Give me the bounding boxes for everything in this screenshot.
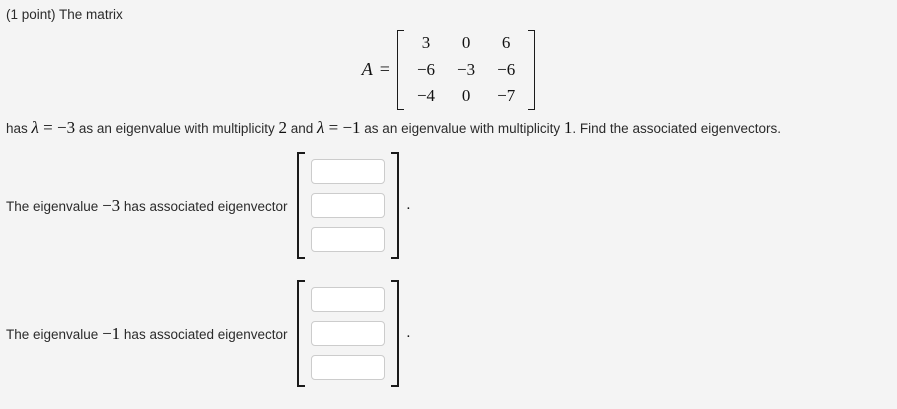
vector-right-bracket (390, 280, 399, 387)
matrix-row: −4 0 −7 (406, 83, 526, 110)
matrix-bracketed: 3 0 6 −6 −3 −6 −4 0 −7 (396, 30, 536, 110)
trailing-period-2: . (406, 325, 411, 341)
answer-block-eigenvalue-neg1: The eigenvalue −1 has associated eigenve… (6, 280, 410, 387)
eigenvalue-statement: has λ = −3 as an eigenvalue with multipl… (6, 118, 781, 138)
eigenvector-1-component-1[interactable] (310, 159, 385, 184)
eigenvalue-2: −1 (342, 118, 361, 137)
answer-label-prefix: The eigenvalue (6, 198, 103, 214)
points-label: (1 point) (6, 7, 56, 22)
vector-fields (305, 280, 391, 387)
answer-block-eigenvalue-neg3: The eigenvalue −3 has associated eigenve… (6, 152, 410, 259)
statement-mid-1: as an eigenvalue with multiplicity (75, 121, 279, 136)
matrix-equation: A = 3 0 6 −6 −3 −6 −4 0 −7 (0, 30, 897, 110)
matrix-cell: −6 (416, 59, 436, 79)
matrix-row: 3 0 6 (406, 30, 526, 57)
matrix-right-bracket (528, 30, 536, 110)
lambda-symbol-1: λ (31, 118, 39, 137)
matrix-cell: 0 (461, 33, 471, 52)
matrix-name: A (361, 59, 373, 80)
answer-eigenvalue: −1 (102, 323, 121, 343)
eigenvector-1-component-2[interactable] (310, 193, 385, 218)
matrix-cell: −6 (497, 59, 516, 79)
vector-left-bracket (296, 280, 305, 387)
statement-mid-3: as an eigenvalue with multiplicity (360, 121, 564, 136)
eigenvector-2-component-3[interactable] (310, 355, 385, 380)
answer-label-suffix: has associated eigenvector (120, 326, 288, 342)
trailing-period-1: . (406, 197, 411, 213)
equals-1: = (38, 118, 57, 137)
answer-label-suffix: has associated eigenvector (120, 198, 288, 214)
matrix-cell: −7 (497, 86, 516, 106)
eigenvalue-1: −3 (57, 118, 76, 137)
matrix-cell: −4 (416, 86, 436, 106)
eigenvector-input-group-2 (296, 280, 399, 387)
problem-prompt: (1 point) The matrix (6, 7, 123, 22)
vector-right-bracket (390, 152, 399, 259)
matrix-grid: 3 0 6 −6 −3 −6 −4 0 −7 (406, 30, 526, 110)
matrix-cell: 0 (461, 86, 471, 106)
matrix-cell: 6 (501, 33, 511, 52)
vector-fields (305, 152, 391, 259)
eigenvector-1-component-3[interactable] (310, 227, 385, 252)
multiplicity-2: 1 (563, 118, 573, 137)
matrix-cell: −3 (457, 59, 476, 79)
statement-tail: . Find the associated eigenvectors. (572, 121, 782, 136)
statement-lead: has (6, 121, 32, 136)
eigenvector-2-component-2[interactable] (310, 321, 385, 346)
vector-left-bracket (296, 152, 305, 259)
answer-eigenvalue: −3 (102, 195, 121, 215)
eigenvector-input-group-1 (296, 152, 399, 259)
matrix-left-bracket (396, 30, 404, 110)
equals-sign: = (379, 59, 390, 80)
answer-label-2: The eigenvalue −1 has associated eigenve… (6, 324, 288, 344)
eigenvector-2-component-1[interactable] (310, 287, 385, 312)
matrix-row: −6 −3 −6 (406, 57, 526, 84)
lambda-symbol-2: λ (316, 118, 325, 137)
matrix-cell: 3 (421, 33, 431, 52)
equals-2: = (324, 118, 343, 137)
answer-label-1: The eigenvalue −3 has associated eigenve… (6, 196, 288, 216)
multiplicity-1: 2 (278, 118, 287, 137)
statement-mid-2: and (286, 121, 317, 136)
intro-text: The matrix (59, 7, 123, 22)
answer-label-prefix: The eigenvalue (6, 326, 103, 342)
